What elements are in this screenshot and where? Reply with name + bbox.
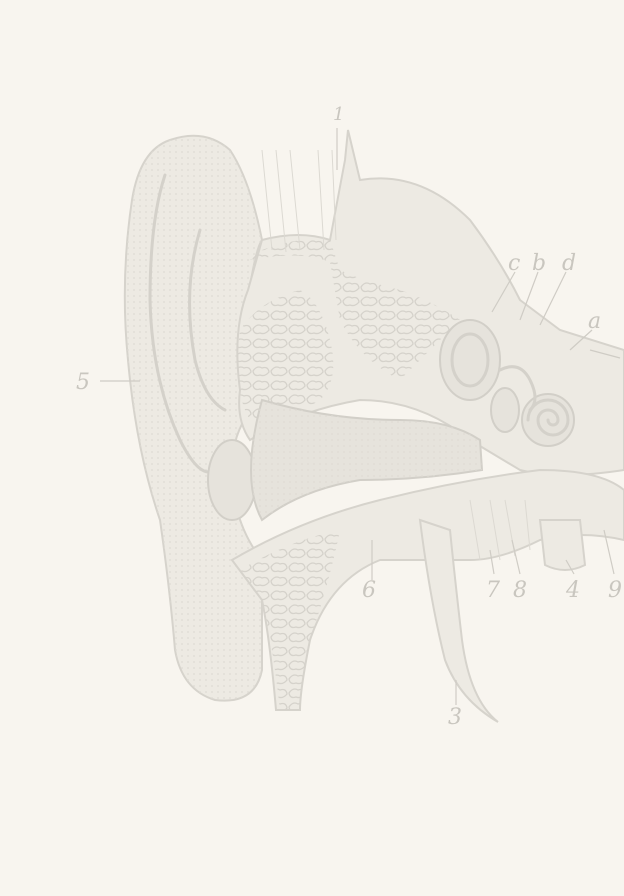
label-5: 5 bbox=[76, 370, 90, 395]
label-6: 6 bbox=[362, 578, 376, 603]
leader-lines bbox=[100, 128, 621, 705]
label-d: d bbox=[562, 251, 576, 276]
label-b: b bbox=[532, 251, 546, 276]
lower-bone bbox=[230, 468, 624, 711]
label-c: c bbox=[508, 251, 520, 276]
styloid-process bbox=[418, 499, 587, 723]
label-8: 8 bbox=[513, 578, 527, 603]
ear-canal bbox=[250, 398, 484, 522]
label-a: a bbox=[588, 309, 601, 334]
inner-ear bbox=[439, 319, 575, 447]
label-7: 7 bbox=[486, 578, 500, 603]
label-9: 9 bbox=[608, 578, 622, 603]
label-3: 3 bbox=[448, 705, 462, 730]
label-4: 4 bbox=[565, 578, 580, 603]
figure-labels: 1 5 6 3 7 8 4 9 c b d a bbox=[76, 104, 622, 730]
auricle bbox=[123, 134, 264, 702]
label-1: 1 bbox=[333, 104, 344, 125]
